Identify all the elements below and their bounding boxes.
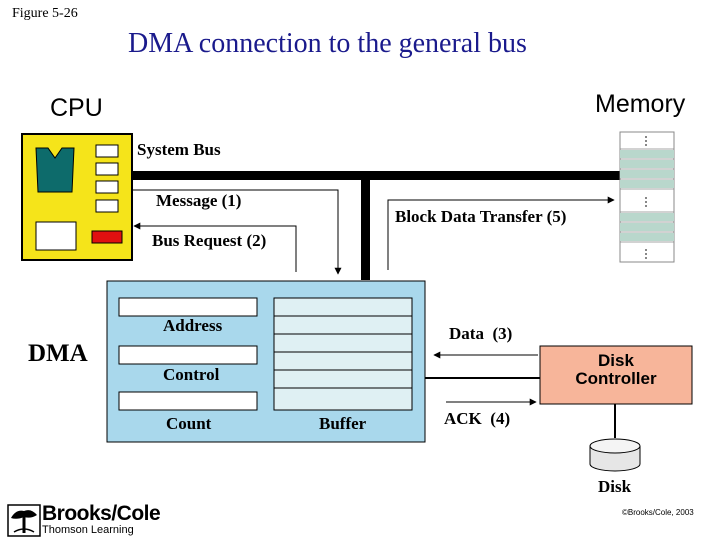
cpu-red-indicator	[91, 230, 123, 244]
buffer-label: Buffer	[319, 414, 367, 433]
bus-request-label: Bus Request (2)	[152, 231, 267, 250]
cpu-label: CPU	[50, 94, 103, 122]
control-register	[118, 345, 258, 365]
disk-controller-box	[539, 345, 693, 405]
data-label: Data (3)	[449, 324, 513, 343]
buffer-stack	[273, 297, 413, 411]
block-transfer-arrow	[387, 196, 615, 270]
disk-controller-line2: Controller	[575, 369, 657, 388]
cpu-box	[21, 133, 133, 261]
disk-controller-line1: Disk	[598, 351, 634, 370]
dma-bus-connector	[361, 180, 370, 280]
address-register	[118, 297, 258, 317]
control-label: Control	[163, 365, 220, 384]
cpu-chip-icon	[35, 147, 75, 193]
disk-label: Disk	[598, 477, 632, 496]
address-label: Address	[163, 316, 223, 335]
dma-label: DMA	[28, 340, 88, 367]
disk-controller-label: Disk Controller	[540, 352, 692, 388]
count-label: Count	[166, 414, 212, 433]
count-register	[118, 391, 258, 411]
memory-stack	[619, 131, 675, 263]
message-label: Message (1)	[156, 191, 242, 210]
publisher-logo-icon	[7, 504, 41, 537]
system-bus-label: System Bus	[137, 140, 221, 159]
ack-label: ACK (4)	[444, 409, 511, 428]
publisher-name: Brooks/Cole	[42, 502, 161, 525]
memory-label: Memory	[595, 90, 686, 118]
publisher-sub: Thomson Learning	[42, 524, 134, 536]
figure-label: Figure 5-26	[12, 6, 78, 21]
system-bus-line	[132, 171, 620, 180]
copyright-text: ©Brooks/Cole, 2003	[622, 508, 694, 517]
dma-box	[106, 280, 426, 443]
block-transfer-label: Block Data Transfer (5)	[395, 207, 567, 226]
message-arrow	[132, 189, 342, 275]
bus-request-arrow	[133, 222, 297, 272]
disk-icon	[589, 438, 641, 472]
page-title: DMA connection to the general bus	[128, 28, 527, 59]
